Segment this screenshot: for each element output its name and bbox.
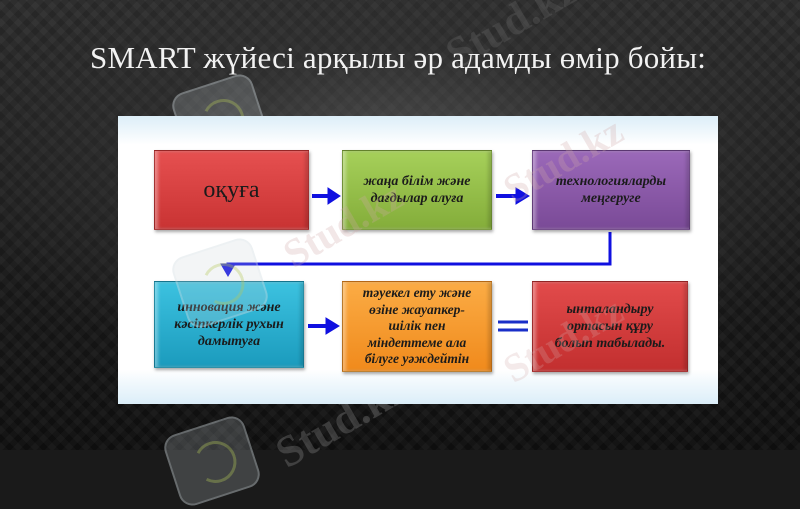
box-text: міндеттеме ала <box>367 334 467 350</box>
diagram-box-risk-responsibility: тәуекел ету және өзіне жауапкер- шілік п… <box>342 281 492 372</box>
diagram-box-innovation: инновация және кәсіпкерлік рухын дамытуғ… <box>154 281 304 368</box>
diagram-panel: оқуға жаңа білім және дағдылар алуға тех… <box>118 107 718 404</box>
box-text: технологияларды <box>555 174 667 189</box>
box-text: ынталандыру <box>566 302 654 317</box>
box-text: білуге уәждейтін <box>364 351 470 367</box>
box-text: болып табылады. <box>554 336 666 351</box>
equals-icon <box>498 320 528 332</box>
diagram-box-technologies: технологияларды меңгеруге <box>532 150 690 230</box>
box-text: оқуға <box>203 176 260 203</box>
diagram-box-motivating-environment: ынталандыру ортасын құру болып табылады. <box>532 281 688 372</box>
arrow-right-icon <box>308 317 340 335</box>
box-text: тәуекел ету және <box>362 285 472 301</box>
box-text: жаңа білім және <box>363 174 471 189</box>
elbow-arrow-down-icon <box>220 232 612 277</box>
box-text: ортасын құру <box>566 319 653 334</box>
box-text: кәсіпкерлік рухын <box>174 317 284 332</box>
box-text: дағдылар алуға <box>370 191 464 206</box>
box-text: шілік пен <box>388 318 446 334</box>
diagram-box-learning: оқуға <box>154 150 309 230</box>
arrow-right-icon <box>312 187 341 205</box>
arrow-right-icon <box>496 187 530 205</box>
box-text: меңгеруге <box>581 191 641 206</box>
box-text: инновация және <box>177 300 281 315</box>
box-text: өзіне жауапкер- <box>369 301 465 317</box>
diagram-box-new-skills: жаңа білім және дағдылар алуға <box>342 150 492 230</box>
box-text: дамытуға <box>197 334 261 349</box>
slide-title: SMART жүйесі арқылы әр адамды өмір бойы: <box>90 40 707 75</box>
